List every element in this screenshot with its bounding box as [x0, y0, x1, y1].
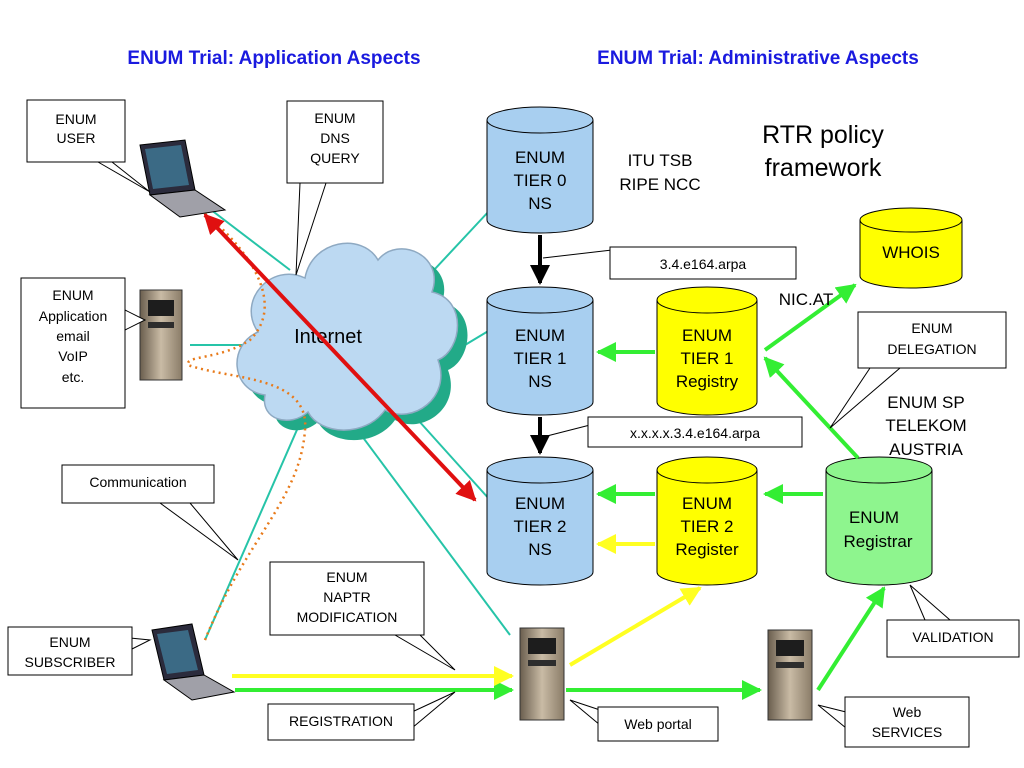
application-line4: VoIP	[58, 348, 88, 364]
sp-line2: TELEKOM	[885, 416, 966, 435]
web-services-line1: Web	[893, 704, 922, 720]
callout-delegation: ENUM DELEGATION	[829, 311, 1007, 429]
web-services-line2: SERVICES	[872, 724, 943, 740]
whois-label: WHOIS	[882, 243, 940, 262]
subscriber-line2: SUBSCRIBER	[24, 654, 115, 670]
tier2-ns-cylinder[interactable]: ENUM TIER 2 NS	[486, 456, 594, 586]
tier1-registry-line3: Registry	[676, 372, 739, 391]
dns-query-line1: ENUM	[314, 110, 355, 126]
policy-line1: RTR policy	[762, 121, 884, 149]
tier1-ns-line2: TIER 1	[514, 349, 567, 368]
callout-application: ENUM Application email VoIP etc.	[20, 277, 147, 409]
callout-communication: Communication	[61, 464, 239, 561]
callout-registration: REGISTRATION	[267, 691, 456, 741]
naptr-line1: ENUM	[326, 569, 367, 585]
dns-query-line3: QUERY	[310, 150, 360, 166]
tier2-ns-line3: NS	[528, 540, 552, 559]
tier2-register-line2: TIER 2	[681, 517, 734, 536]
communication-line1: Communication	[89, 474, 186, 490]
registration-line1: REGISTRATION	[289, 713, 393, 729]
authority-line1: ITU TSB	[628, 151, 693, 170]
tier2-register-cylinder[interactable]: ENUM TIER 2 Register	[656, 456, 758, 586]
domain-box-tier1	[609, 246, 797, 280]
tier2-register-line1: ENUM	[682, 494, 732, 513]
yellow-flows	[232, 534, 702, 686]
tier2-ns-line2: TIER 2	[514, 517, 567, 536]
callout-web-services: Web SERVICES	[817, 696, 970, 748]
heading-application-aspects: ENUM Trial: Application Aspects	[127, 48, 420, 69]
callout-dns-query: ENUM DNS QUERY	[286, 100, 384, 276]
tier1-registry-line1: ENUM	[682, 326, 732, 345]
tier0-line3: NS	[528, 194, 552, 213]
tier1-registry-line2: TIER 1	[681, 349, 734, 368]
domain-leader-tier1	[542, 249, 613, 259]
subscriber-line1: ENUM	[49, 634, 90, 650]
tier0-line1: ENUM	[515, 148, 565, 167]
tier0-ns-cylinder[interactable]: ENUM TIER 0 NS	[486, 106, 594, 234]
dns-query-line2: DNS	[320, 130, 350, 146]
application-server-icon[interactable]	[139, 289, 183, 381]
sp-line1: ENUM SP	[887, 393, 964, 412]
policy-line2: framework	[765, 154, 882, 182]
tier1-ns-cylinder[interactable]: ENUM TIER 1 NS	[486, 286, 594, 416]
nic-label: NIC.AT	[779, 290, 833, 309]
application-line2: Application	[39, 308, 108, 324]
tier0-line2: TIER 0	[514, 171, 567, 190]
domain-box-tier2	[587, 416, 803, 448]
authority-line2: RIPE NCC	[619, 175, 700, 194]
heading-administrative-aspects: ENUM Trial: Administrative Aspects	[597, 48, 919, 69]
tier1-ns-line3: NS	[528, 372, 552, 391]
registrar-cylinder[interactable]: ENUM Registrar	[825, 456, 933, 586]
dns-query-arrow	[203, 213, 477, 502]
callout-naptr: ENUM NAPTR MODIFICATION	[269, 561, 456, 671]
web-portal-server-icon[interactable]	[519, 627, 565, 721]
enum-subscriber-laptop[interactable]	[151, 623, 236, 701]
naptr-line2: NAPTR	[323, 589, 370, 605]
callout-subscriber: ENUM SUBSCRIBER	[7, 626, 152, 676]
tier2-ns-line1: ENUM	[515, 494, 565, 513]
callout-validation: VALIDATION	[886, 584, 1020, 658]
application-line1: ENUM	[52, 287, 93, 303]
registrar-line1: ENUM	[849, 508, 899, 527]
domain-leader-tier2	[542, 424, 591, 438]
delegation-line2: DELEGATION	[887, 341, 976, 357]
tier1-ns-line1: ENUM	[515, 326, 565, 345]
naptr-line3: MODIFICATION	[297, 609, 398, 625]
green-flows	[235, 283, 886, 700]
web-portal-line1: Web portal	[624, 716, 691, 732]
callout-enum-user: ENUM USER	[26, 99, 151, 193]
application-line3: email	[56, 328, 89, 344]
tier2-register-line3: Register	[675, 540, 739, 559]
application-line5: etc.	[62, 369, 85, 385]
web-services-server-icon[interactable]	[767, 629, 813, 721]
enum-user-laptop[interactable]	[139, 139, 227, 218]
delegation-line1: ENUM	[911, 320, 952, 336]
callout-web-portal: Web portal	[569, 699, 719, 742]
sp-line3: AUSTRIA	[889, 440, 963, 459]
validation-line1: VALIDATION	[912, 629, 993, 645]
enum-user-line2: USER	[57, 130, 96, 146]
registrar-line2: Registrar	[844, 532, 913, 551]
tier1-registry-cylinder[interactable]: ENUM TIER 1 Registry	[656, 286, 758, 416]
enum-user-line1: ENUM	[55, 111, 96, 127]
domain-tier2: x.x.x.x.3.4.e164.arpa	[630, 425, 760, 441]
whois-cylinder[interactable]: WHOIS	[859, 207, 963, 289]
domain-tier1: 3.4.e164.arpa	[660, 256, 747, 272]
